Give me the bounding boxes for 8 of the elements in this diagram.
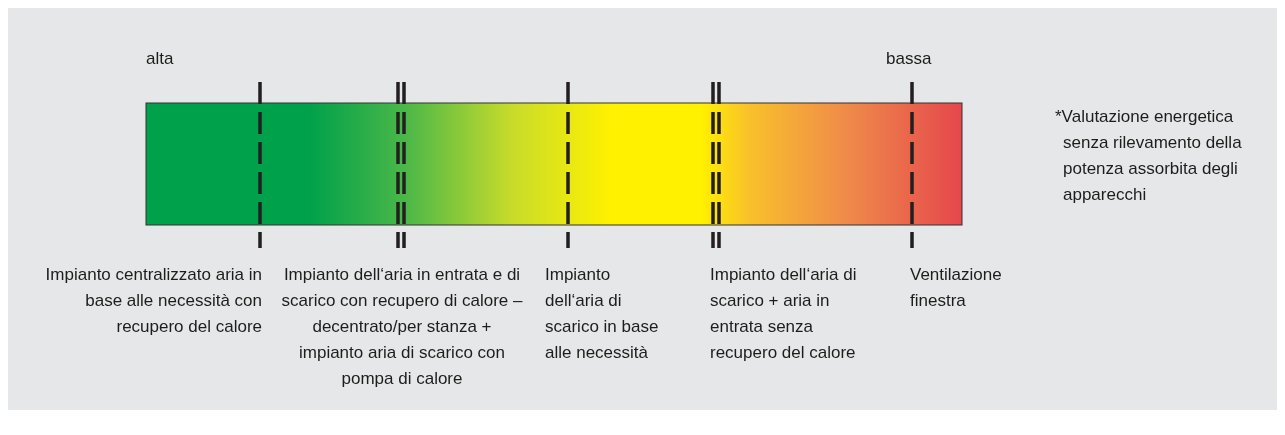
scale-end-label: alta xyxy=(146,48,175,70)
scale-end-label: bassa xyxy=(886,48,933,70)
category-label: Impianto dell‘aria di scarico in base alle necessità xyxy=(545,264,660,364)
footnote: *Valutazione energetica senza rilevamento della potenza assorbita degli apparecchi xyxy=(1055,106,1243,206)
category-label: Impianto centralizzato aria in base alle necessità con recupero del calore xyxy=(44,264,262,338)
category-label: Impianto dell‘aria in entrata e di scarico con recupero di calore – decentrato/per stanza + impianto aria di scarico con pompa di calore xyxy=(280,264,524,390)
category-label: Impianto dell‘aria di scarico + aria in entrata senza recupero del calore xyxy=(710,264,858,364)
category-label: Ventilazione finestra xyxy=(910,264,1003,312)
